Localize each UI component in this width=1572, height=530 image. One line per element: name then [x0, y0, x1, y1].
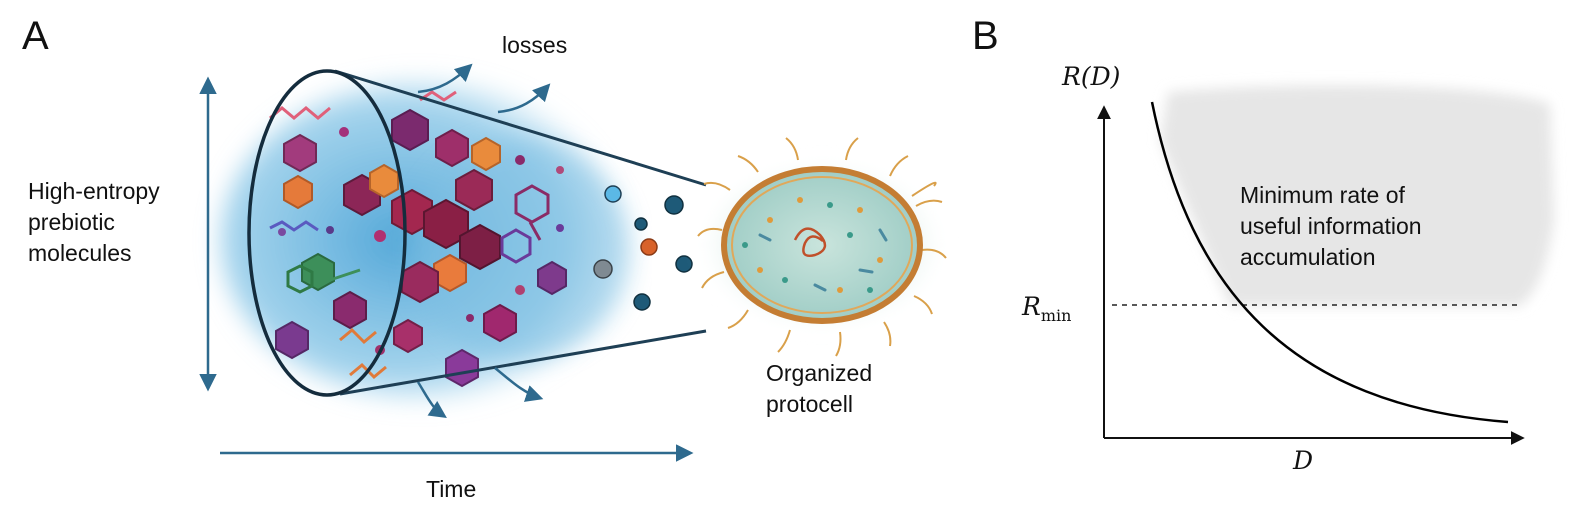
protocell — [694, 137, 950, 357]
loss-arrows — [416, 63, 551, 418]
rate-distortion-curve — [1150, 101, 1509, 424]
high-entropy-label: High-entropy prebiotic molecules — [28, 178, 160, 266]
protocell-label: Organized protocell — [766, 360, 873, 417]
achievable-region — [1160, 85, 1554, 306]
y-axis-label: R(D) — [1062, 62, 1121, 91]
molecule-cluster — [269, 90, 567, 388]
x-axis-label: D — [1293, 446, 1314, 475]
panel-a-letter: A — [22, 14, 49, 58]
funnel-cone — [247, 69, 707, 397]
cone-opening-ring — [247, 69, 407, 397]
r-min-label: Rmin — [1022, 292, 1072, 325]
losses-label: losses — [502, 32, 568, 58]
time-label: Time — [426, 476, 477, 502]
panel-b-letter: B — [972, 14, 999, 58]
intermediate-particles — [593, 185, 693, 311]
region-label: Minimum rate of useful information accum… — [1240, 182, 1422, 270]
